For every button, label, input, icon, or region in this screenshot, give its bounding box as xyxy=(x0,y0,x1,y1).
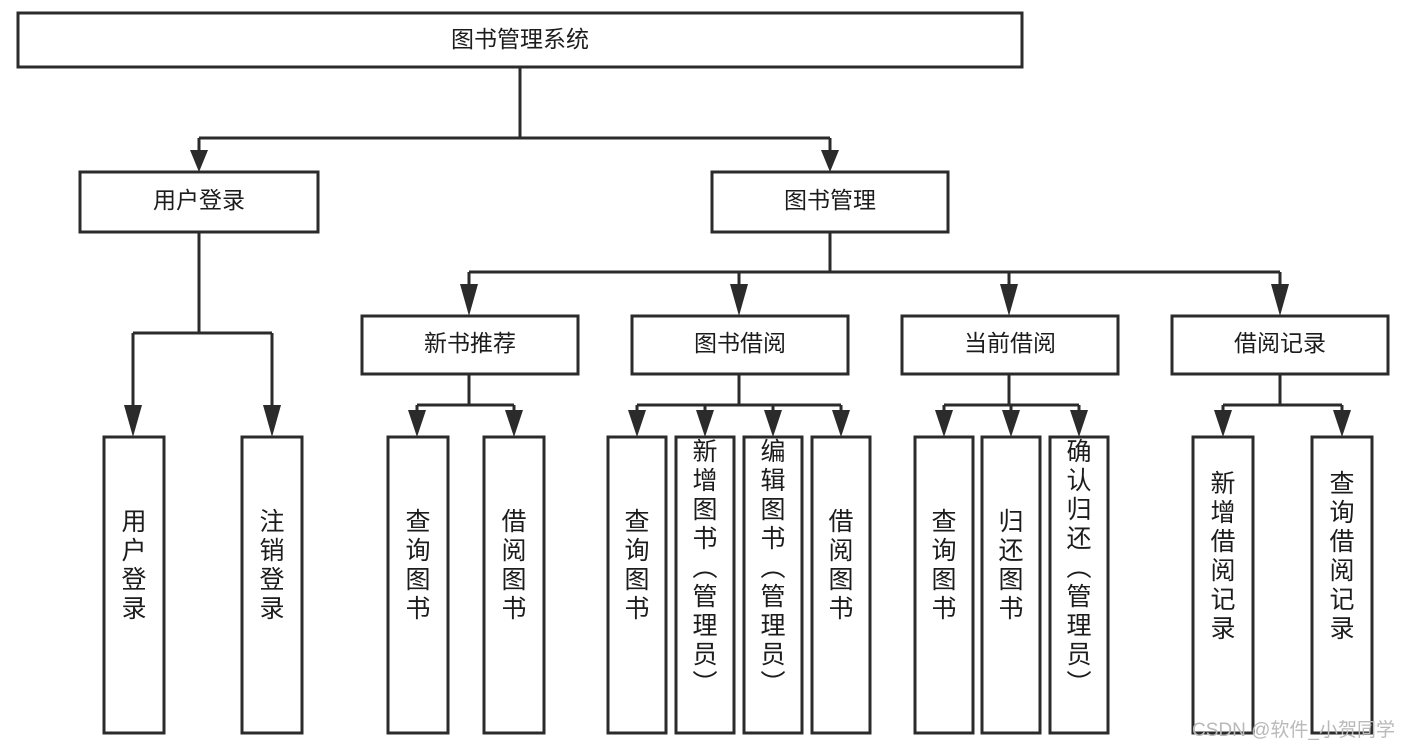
node-book-borrow-label: 图书借阅 xyxy=(694,330,786,356)
node-root-label: 图书管理系统 xyxy=(451,26,589,52)
node-root-rect[interactable] xyxy=(16,11,1024,69)
node-leaf-query-book-2-rect[interactable] xyxy=(606,435,668,735)
arrow-to-book-manage xyxy=(821,150,839,172)
node-leaf-return-book-rect[interactable] xyxy=(980,435,1042,735)
node-leaf-user-login[interactable]: 用户登录 xyxy=(102,435,166,735)
node-user-login-rect[interactable] xyxy=(78,170,320,234)
node-leaf-edit-book-label: 编辑图书︵管理员︶ xyxy=(760,438,785,698)
node-leaf-borrow-book-2[interactable]: 借阅图书 xyxy=(810,435,872,735)
node-new-book-rec-label: 新书推荐 xyxy=(424,330,516,356)
node-current-borrow-rect[interactable] xyxy=(900,314,1120,376)
node-borrow-record[interactable]: 借阅记录 xyxy=(1170,314,1390,376)
node-leaf-user-login-rect[interactable] xyxy=(102,435,166,735)
node-borrow-record-rect[interactable] xyxy=(1170,314,1390,376)
node-leaf-borrow-book-1-rect[interactable] xyxy=(482,435,546,735)
node-user-login[interactable]: 用户登录 xyxy=(78,170,320,234)
node-leaf-logout-rect[interactable] xyxy=(240,435,304,735)
node-leaf-confirm-return-label: 确认归还︵管理员︶ xyxy=(1066,438,1091,698)
node-book-borrow[interactable]: 图书借阅 xyxy=(630,314,850,376)
node-leaf-query-record-label: 查询借阅记录 xyxy=(1329,470,1354,643)
csdn-watermark: CSDN @软件_小贺同学 xyxy=(1192,719,1395,741)
arrow-to-leaf-borrow-book-1 xyxy=(505,410,523,437)
node-leaf-confirm-return[interactable]: 确认归还︵管理员︶ xyxy=(1048,435,1110,735)
node-leaf-add-record[interactable]: 新增借阅记录 xyxy=(1191,435,1255,735)
node-leaf-logout[interactable]: 注销登录 xyxy=(240,435,304,735)
arrow-to-new-book-rec xyxy=(460,284,478,316)
node-leaf-return-book-label: 归还图书 xyxy=(998,508,1023,623)
node-leaf-query-book-2-label: 查询图书 xyxy=(624,508,649,623)
node-leaf-query-book-1-rect[interactable] xyxy=(386,435,450,735)
node-leaf-borrow-book-1-label: 借阅图书 xyxy=(501,508,526,623)
node-leaf-borrow-book-2-rect[interactable] xyxy=(810,435,872,735)
arrow-to-leaf-confirm-return xyxy=(1070,410,1088,437)
node-leaf-query-record-rect[interactable] xyxy=(1310,435,1374,735)
arrow-to-book-borrow xyxy=(730,284,748,316)
arrow-to-current-borrow xyxy=(1000,284,1018,316)
node-new-book-rec-rect[interactable] xyxy=(360,314,580,376)
arrow-to-leaf-query-book-2 xyxy=(628,410,646,437)
arrow-to-leaf-query-book-1 xyxy=(408,410,426,437)
node-leaf-query-book-1[interactable]: 查询图书 xyxy=(386,435,450,735)
arrow-to-leaf-borrow-book-2 xyxy=(832,410,850,437)
node-root[interactable]: 图书管理系统 xyxy=(16,11,1024,69)
node-current-borrow[interactable]: 当前借阅 xyxy=(900,314,1120,376)
node-leaf-confirm-return-rect[interactable] xyxy=(1048,435,1110,735)
arrow-to-borrow-record xyxy=(1271,284,1289,316)
node-leaf-borrow-book-1[interactable]: 借阅图书 xyxy=(482,435,546,735)
node-book-manage-label: 图书管理 xyxy=(784,187,876,213)
node-leaf-logout-label: 注销登录 xyxy=(259,508,284,623)
node-book-manage[interactable]: 图书管理 xyxy=(710,170,950,234)
node-leaf-query-record[interactable]: 查询借阅记录 xyxy=(1310,435,1374,735)
arrow-to-leaf-return-book xyxy=(1002,410,1020,437)
node-leaf-edit-book-rect[interactable] xyxy=(742,435,804,735)
node-leaf-borrow-book-2-label: 借阅图书 xyxy=(828,508,853,623)
node-leaf-query-book-2[interactable]: 查询图书 xyxy=(606,435,668,735)
node-leaf-query-book-3[interactable]: 查询图书 xyxy=(913,435,975,735)
node-borrow-record-label: 借阅记录 xyxy=(1234,330,1326,356)
node-book-borrow-rect[interactable] xyxy=(630,314,850,376)
node-leaf-edit-book[interactable]: 编辑图书︵管理员︶ xyxy=(742,435,804,735)
node-leaf-add-record-label: 新增借阅记录 xyxy=(1210,470,1235,643)
node-leaf-add-book[interactable]: 新增图书︵管理员︶ xyxy=(674,435,736,735)
arrow-to-leaf-query-book-3 xyxy=(935,410,953,437)
node-leaf-query-book-3-label: 查询图书 xyxy=(931,508,956,623)
node-leaf-user-login-label: 用户登录 xyxy=(121,508,146,623)
node-leaf-add-book-label: 新增图书︵管理员︶ xyxy=(692,438,717,698)
arrow-to-leaf-add-record xyxy=(1214,410,1232,437)
arrow-to-leaf-add-book xyxy=(696,410,714,437)
edge-layer xyxy=(124,67,1351,437)
node-leaf-query-book-1-label: 查询图书 xyxy=(405,508,430,623)
arrow-to-leaf-query-record xyxy=(1333,410,1351,437)
node-leaf-add-book-rect[interactable] xyxy=(674,435,736,735)
arrow-to-leaf-logout xyxy=(263,405,281,437)
node-leaf-return-book[interactable]: 归还图书 xyxy=(980,435,1042,735)
node-layer: 图书管理系统 用户登录 图书管理 新书推荐 图书借阅 xyxy=(16,11,1390,735)
arrow-to-user-login xyxy=(190,150,208,172)
arrow-to-leaf-user-login xyxy=(124,405,142,437)
node-book-manage-rect[interactable] xyxy=(710,170,950,234)
node-new-book-rec[interactable]: 新书推荐 xyxy=(360,314,580,376)
node-user-login-label: 用户登录 xyxy=(153,187,245,213)
node-leaf-add-record-rect[interactable] xyxy=(1191,435,1255,735)
node-current-borrow-label: 当前借阅 xyxy=(964,330,1056,356)
node-leaf-query-book-3-rect[interactable] xyxy=(913,435,975,735)
arrow-to-leaf-edit-book xyxy=(764,410,782,437)
